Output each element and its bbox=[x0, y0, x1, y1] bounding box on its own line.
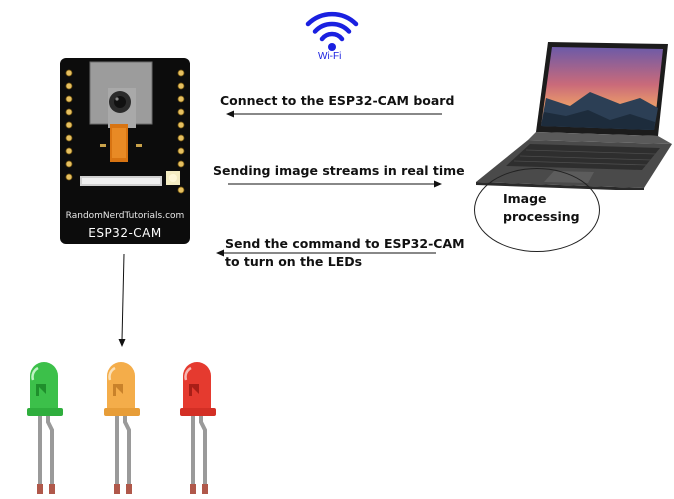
led-red-icon bbox=[180, 362, 216, 494]
led-orange-icon bbox=[104, 362, 140, 494]
streaming-message: Sending image streams in real time bbox=[213, 163, 465, 178]
board-to-leds-arrow bbox=[121, 253, 125, 341]
command-message-line2: to turn on the LEDs bbox=[225, 254, 363, 269]
processing-label-line2: processing bbox=[503, 209, 580, 224]
image-processing-ellipse bbox=[474, 168, 600, 252]
connect-message: Connect to the ESP32-CAM board bbox=[220, 93, 455, 108]
wifi-label: Wi-Fi bbox=[318, 51, 342, 62]
esp32-cam-board bbox=[60, 58, 190, 244]
wifi-icon bbox=[305, 11, 359, 51]
laptop-icon bbox=[476, 42, 672, 190]
board-website-label: RandomNerdTutorials.com bbox=[65, 211, 185, 221]
board-name-label: ESP32-CAM bbox=[88, 226, 162, 240]
processing-label-line1: Image bbox=[503, 191, 547, 206]
command-message-line1: Send the command to ESP32-CAM bbox=[225, 236, 465, 251]
led-green-icon bbox=[27, 362, 63, 494]
